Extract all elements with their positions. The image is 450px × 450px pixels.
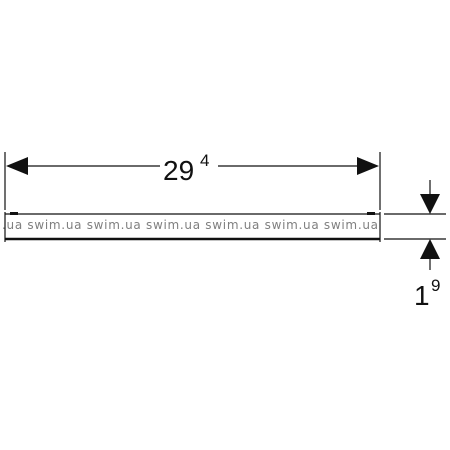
watermark-text: .ua swim.ua swim.ua swim.ua swim.ua swim… <box>2 218 378 232</box>
width-value-superscript: 4 <box>200 151 209 170</box>
height-value: 1 <box>414 280 430 311</box>
profile-bar <box>4 212 381 242</box>
height-arrow-down-icon <box>420 194 440 214</box>
profile-left-notch <box>10 212 18 215</box>
width-dimension: 29 4 <box>4 151 381 210</box>
profile-right-notch <box>367 212 375 215</box>
width-arrow-left-icon <box>6 157 28 175</box>
width-value: 29 <box>163 155 194 186</box>
width-arrow-right-icon <box>357 157 379 175</box>
height-dimension: 1 9 <box>384 180 446 311</box>
height-value-superscript: 9 <box>431 276 440 295</box>
height-arrow-up-icon <box>420 239 440 259</box>
